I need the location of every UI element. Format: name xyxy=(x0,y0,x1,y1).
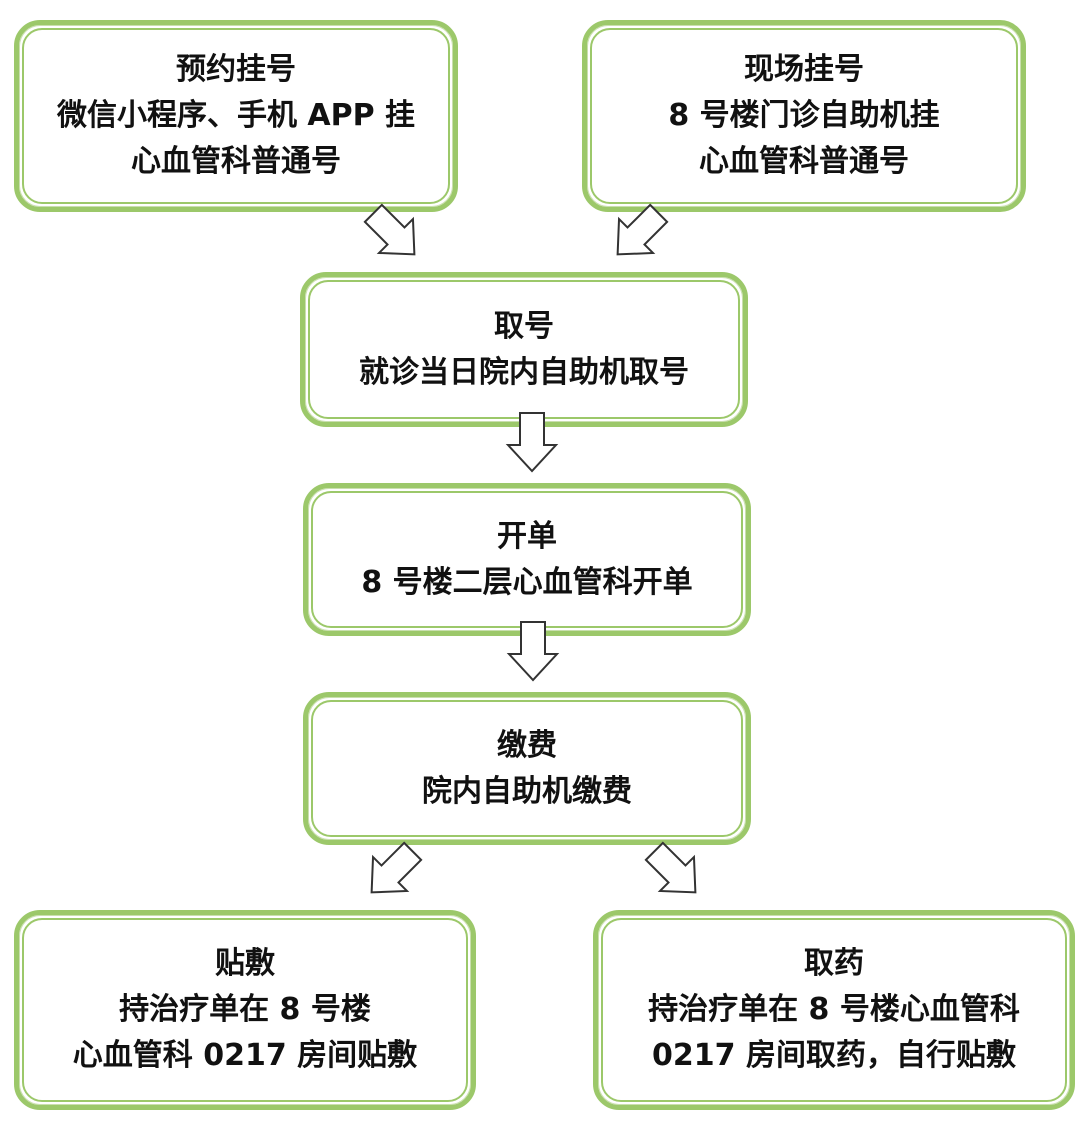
node-text: 持治疗单在 8 号楼心血管科 xyxy=(648,992,1020,1027)
node-title: 取号 xyxy=(494,308,554,344)
node-text: 心血管科普通号 xyxy=(131,144,341,179)
arrow-take-number-to-prescribe xyxy=(507,412,557,472)
node-take-number: 取号 就诊当日院内自助机取号 xyxy=(300,272,748,427)
node-text: 8 号楼二层心血管科开单 xyxy=(361,564,693,600)
node-title: 预约挂号 xyxy=(176,52,296,87)
node-text: 心血管科普通号 xyxy=(699,144,909,179)
node-onsite: 现场挂号 8 号楼门诊自助机挂 心血管科普通号 xyxy=(582,20,1026,212)
node-text: 持治疗单在 8 号楼 xyxy=(119,992,371,1027)
node-reserve: 预约挂号 微信小程序、手机 APP 挂 心血管科普通号 xyxy=(14,20,458,212)
node-text: 8 号楼门诊自助机挂 xyxy=(668,98,940,133)
node-title: 取药 xyxy=(804,946,864,981)
arrow-onsite-to-take-number xyxy=(599,195,677,273)
arrow-reserve-to-take-number xyxy=(355,195,433,273)
node-text: 院内自助机缴费 xyxy=(422,773,632,809)
node-text: 微信小程序、手机 APP 挂 xyxy=(56,98,416,133)
node-title: 贴敷 xyxy=(215,946,275,981)
node-apply: 贴敷 持治疗单在 8 号楼 心血管科 0217 房间贴敷 xyxy=(14,910,476,1110)
node-title: 开单 xyxy=(497,518,557,554)
node-title: 现场挂号 xyxy=(744,52,864,87)
arrow-prescribe-to-pay xyxy=(508,621,558,681)
node-pay: 缴费 院内自助机缴费 xyxy=(303,692,751,845)
arrow-pay-to-pickup xyxy=(636,833,714,911)
arrow-pay-to-apply xyxy=(353,833,431,911)
node-text: 就诊当日院内自助机取号 xyxy=(359,354,689,390)
node-text: 0217 房间取药，自行贴敷 xyxy=(652,1038,1016,1073)
node-pickup: 取药 持治疗单在 8 号楼心血管科 0217 房间取药，自行贴敷 xyxy=(593,910,1075,1110)
node-title: 缴费 xyxy=(497,727,557,763)
node-text: 心血管科 0217 房间贴敷 xyxy=(72,1038,418,1073)
